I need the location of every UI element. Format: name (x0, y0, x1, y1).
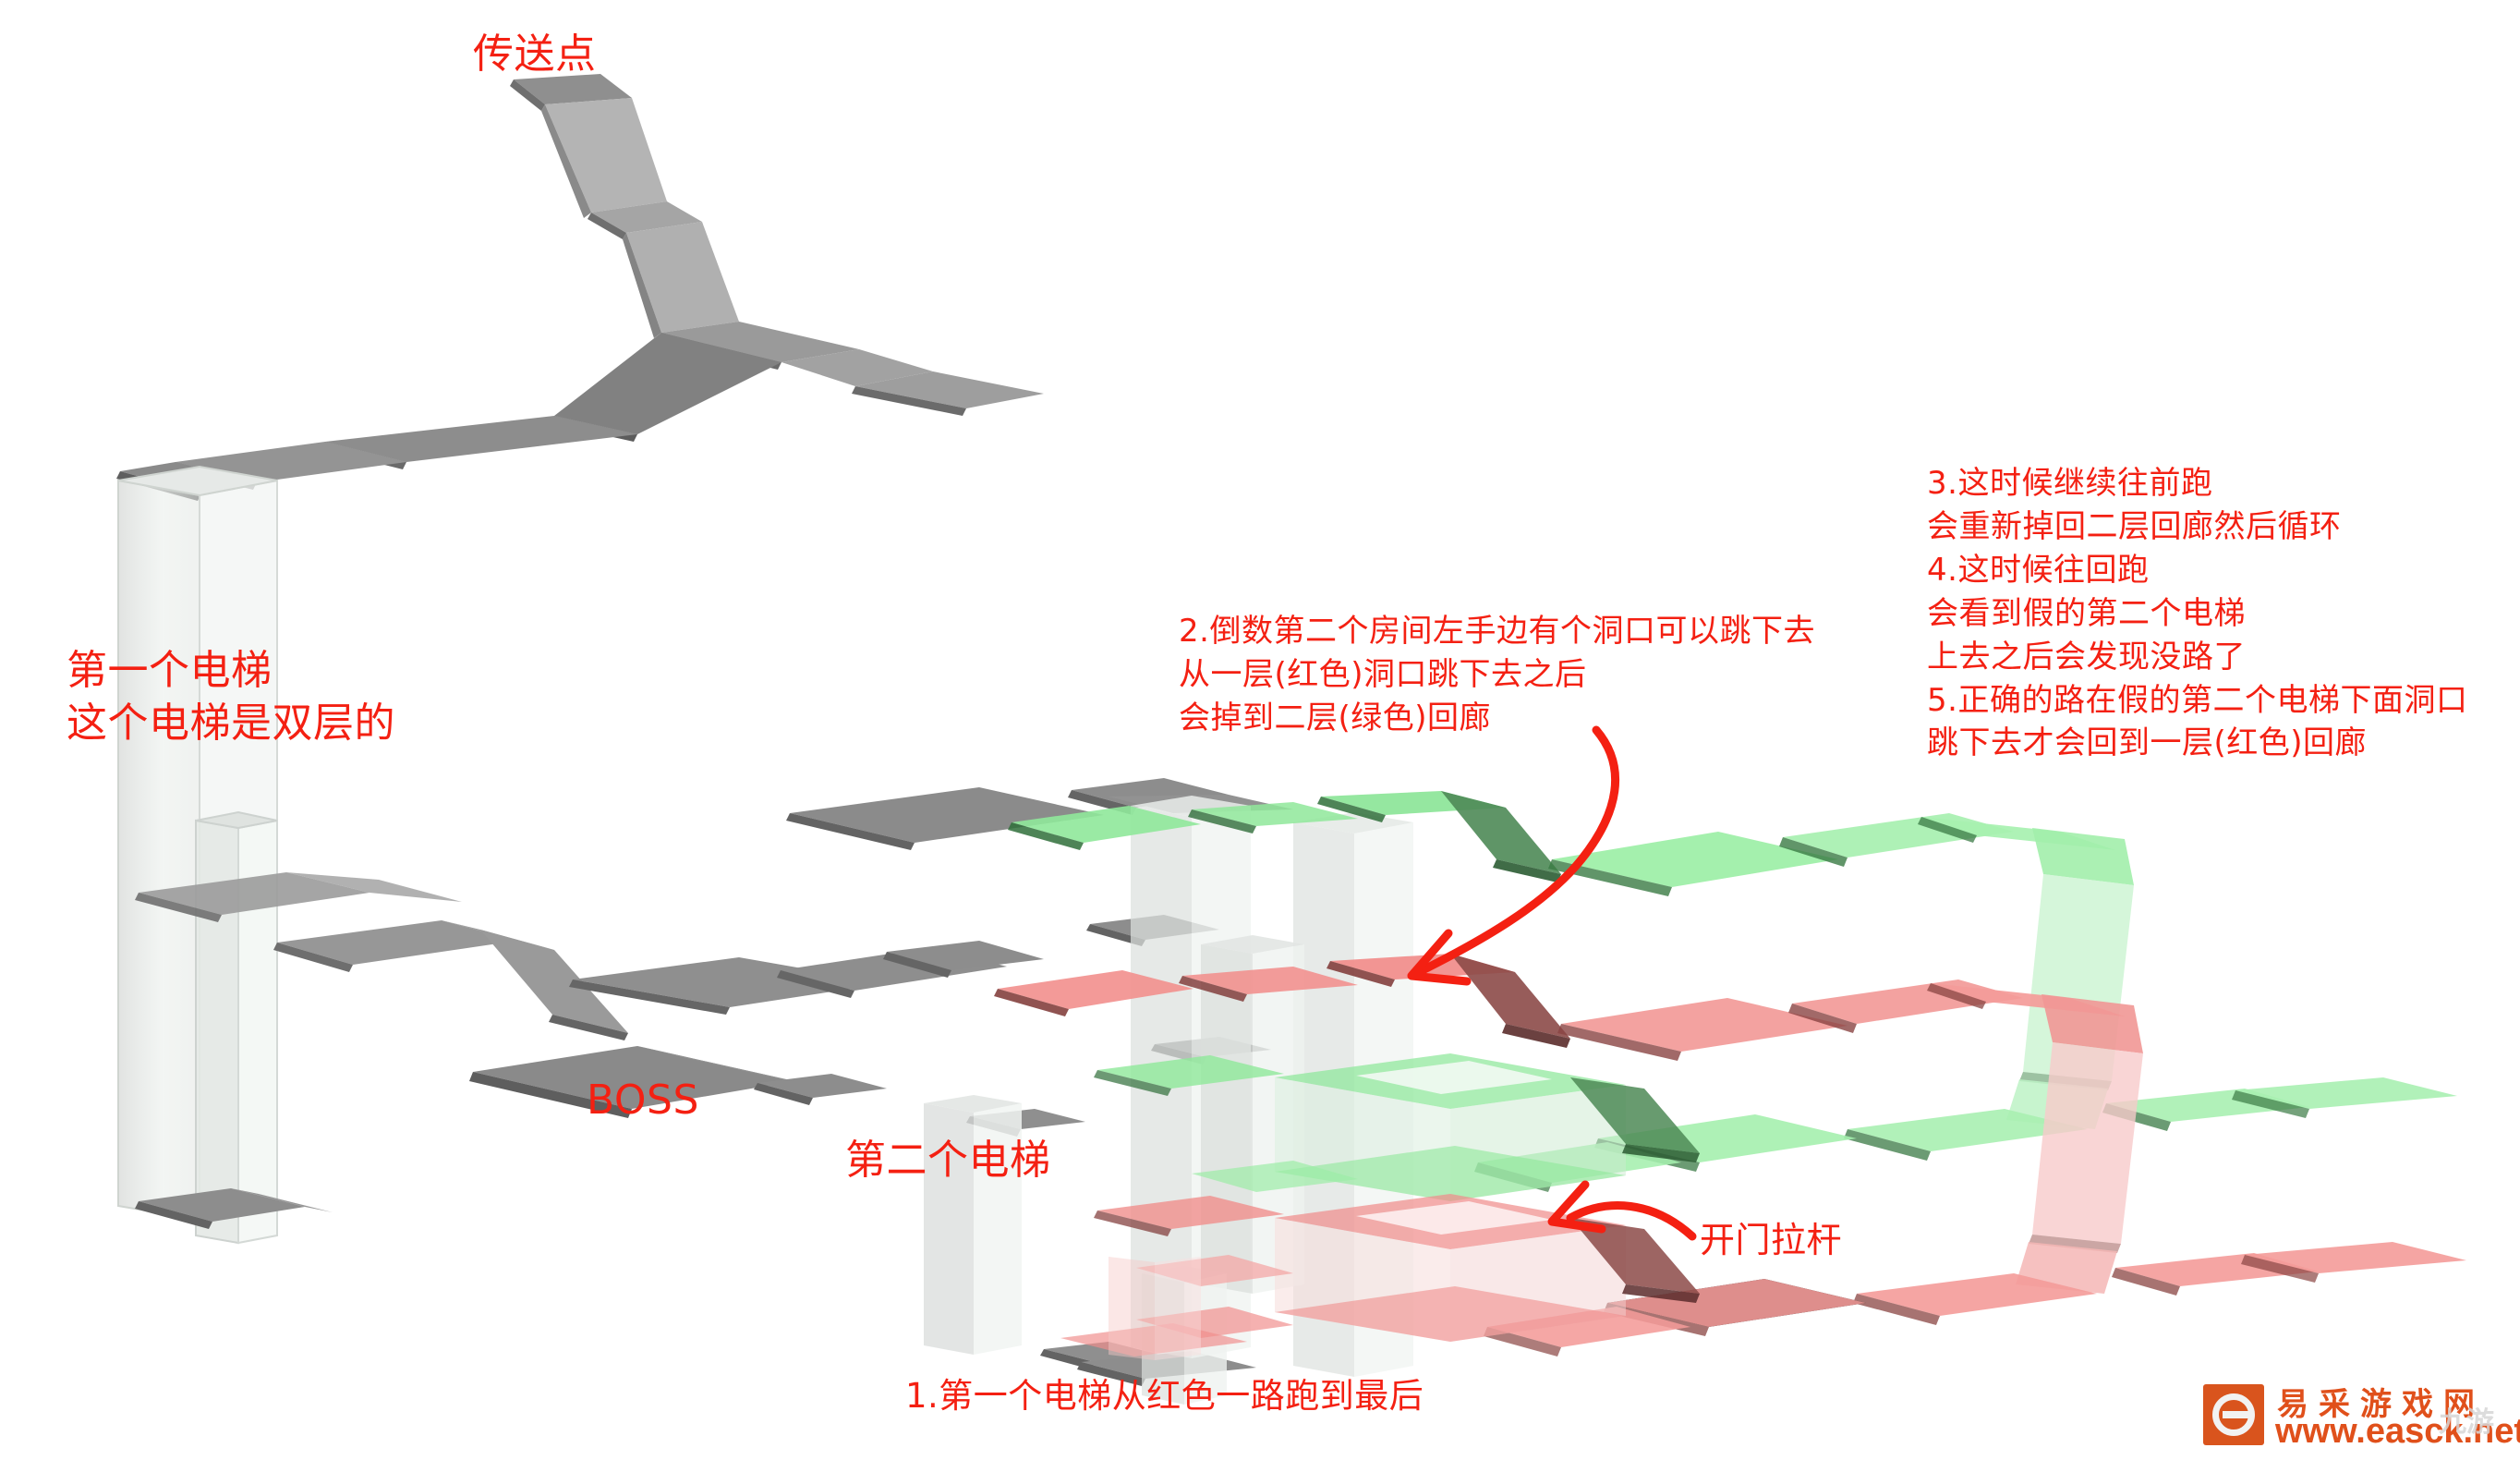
label-second-elevator: 第二个电梯 (845, 1137, 1051, 1184)
logo-ring-shape (2212, 1393, 2255, 1436)
gray-lower-corridor-boss (135, 872, 887, 1229)
arrow-to-lever-path (1566, 1201, 1697, 1241)
first-elevator-shaft (117, 465, 278, 1245)
gray-upper-corridor (116, 74, 1044, 501)
easck-logo-icon (2203, 1384, 2264, 1445)
watermark-sub-mark: 九游 (2439, 1406, 2494, 1439)
arrow-to-red-corridor-path (1414, 725, 1620, 977)
label-door-lever: 开门拉杆 (1700, 1220, 1843, 1260)
label-boss: BOSS (587, 1077, 699, 1124)
watermark: 易采游戏网 www.easck.net 九游 (2203, 1375, 2520, 1454)
red-first-floor-corridor (994, 954, 2466, 1360)
note-step-2: 2.倒数第二个房间左手边有个洞口可以跳下去 从一层(红色)洞口跳下去之后 会掉到… (1179, 613, 1815, 736)
watermark-site-url: www.easck.net (2275, 1412, 2520, 1451)
note-step-1: 1.第一个电梯从红色一路跑到最后 (905, 1376, 1424, 1416)
note-steps-3-4-5: 3.这时候继续往前跑 会重新掉回二层回廊然后循环 4.这时候往回跑 会看到假的第… (1927, 465, 2468, 762)
arrow-to-red-corridor-head (1407, 929, 1472, 986)
annotation-arrows (1407, 725, 1697, 1241)
label-first-elevator: 第一个电梯 这个电梯是双层的 (67, 647, 395, 748)
logo-bar-shape (2223, 1411, 2250, 1418)
arrow-to-lever-head (1547, 1180, 1606, 1234)
watermark-site-name: 易采游戏网 (2277, 1386, 2485, 1423)
label-teleport-point: 传送点 (473, 30, 597, 78)
